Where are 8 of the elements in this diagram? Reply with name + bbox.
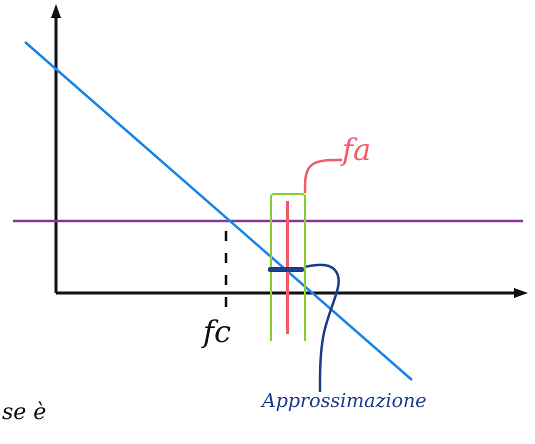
- note-text: se è: [2, 402, 46, 424]
- axis-label: fc: [203, 318, 231, 348]
- marker-bar: [268, 266, 304, 272]
- annotation-text: fa: [342, 136, 371, 166]
- leader-line: [304, 158, 342, 193]
- leader-line: [304, 264, 340, 392]
- frequency-band: [270, 193, 306, 341]
- annotation-text: Approssimazione: [262, 392, 426, 411]
